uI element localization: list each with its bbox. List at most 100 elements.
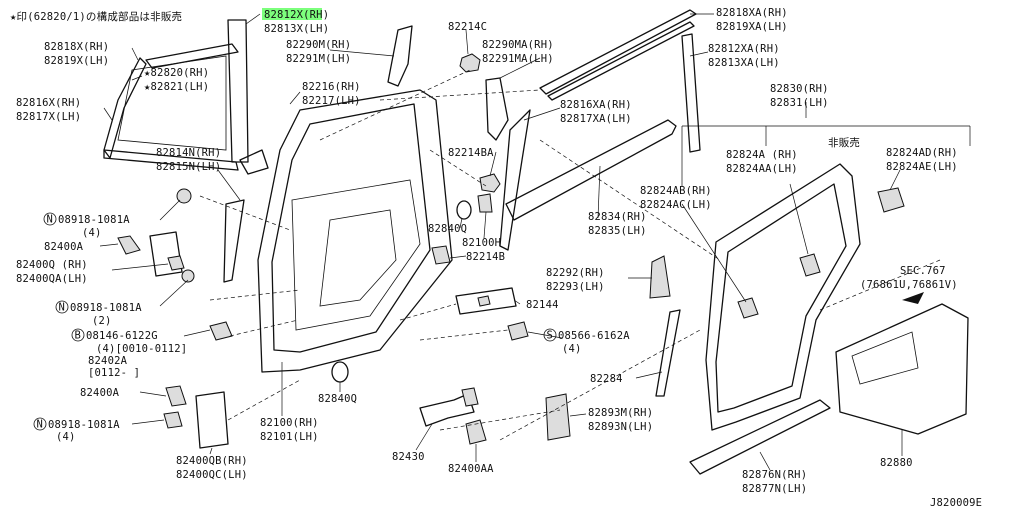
part-label: 82100H xyxy=(462,237,501,249)
circle-letter: N xyxy=(47,214,54,226)
part-label: ★82820(RH) xyxy=(144,67,209,79)
pillar-cover xyxy=(485,77,509,141)
circle-letter: N xyxy=(59,302,66,314)
part-label: 82835(LH) xyxy=(588,225,647,237)
part-label: 82816X(RH) xyxy=(16,97,81,109)
part-label: 82144 xyxy=(526,299,559,311)
part-label: 82813X(LH) xyxy=(264,23,329,35)
clip-82824a xyxy=(799,253,821,277)
part-label: 08918-1081A xyxy=(58,214,130,226)
part-label: 82893N(LH) xyxy=(588,421,653,433)
not-sold-note: ★印(62820/1)の構成部品は非販売 xyxy=(10,10,182,23)
check-link-plate xyxy=(239,149,269,175)
part-label: 82817XA(LH) xyxy=(560,113,632,125)
door-glass xyxy=(117,55,227,151)
not-sold-label: 非販売 xyxy=(828,136,860,149)
part-label: 08918-1081A xyxy=(48,419,120,431)
highlight-marker xyxy=(262,8,322,20)
part-label: 82290M(RH) xyxy=(286,39,351,51)
part-label: 82816XA(RH) xyxy=(560,99,632,111)
door-shell-inner xyxy=(271,103,431,353)
door-trim-82880 xyxy=(835,303,969,435)
door-shell-82100 xyxy=(257,89,453,373)
part-label: 82400Q (RH) xyxy=(16,259,88,271)
part-drawings xyxy=(103,9,969,475)
part-label: 08918-1081A xyxy=(70,302,142,314)
part-label: (4) xyxy=(82,227,102,239)
glass-run-channel-left xyxy=(103,57,147,159)
hinge-lower xyxy=(163,385,229,449)
part-label: 82876N(RH) xyxy=(742,469,807,481)
part-label: 82818X(RH) xyxy=(44,41,109,53)
part-label: 82400AA xyxy=(448,463,494,475)
part-label: 82880 xyxy=(880,457,913,469)
circle-symbols: N N B S N xyxy=(33,212,557,431)
part-label: 82400QC(LH) xyxy=(176,469,248,481)
part-label: 82831(LH) xyxy=(770,97,829,109)
sill-molding-82876n xyxy=(689,399,831,475)
glass-run-channel-bottom xyxy=(103,149,239,171)
part-label: 82834(RH) xyxy=(588,211,647,223)
door-trim-pocket xyxy=(851,331,919,385)
sash-82816xa xyxy=(499,109,531,251)
plug-82840q-upper xyxy=(456,200,472,220)
part-label: 82824AC(LH) xyxy=(640,199,712,211)
part-label: 82292(RH) xyxy=(546,267,605,279)
part-label: 82819X(LH) xyxy=(44,55,109,67)
molding-82818xa xyxy=(539,9,697,95)
clip-82824ab xyxy=(737,297,759,319)
part-label: 82840Q xyxy=(318,393,357,405)
part-label: 82815N(LH) xyxy=(156,161,221,173)
weatherstrip-inner xyxy=(715,183,847,413)
part-label: 08146-6122G xyxy=(86,330,158,342)
channel-82812xa xyxy=(681,33,701,153)
part-label: 82216(RH) xyxy=(302,81,361,93)
dashed-guides xyxy=(199,69,941,441)
part-label: (4) xyxy=(562,343,582,355)
circle-letter: S xyxy=(547,330,554,342)
part-label: SEC.767 xyxy=(900,265,946,277)
part-label: 82284 xyxy=(590,373,623,385)
part-label: 82812XA(RH) xyxy=(708,43,780,55)
part-label: (2) xyxy=(92,315,112,327)
part-label: 82400QA(LH) xyxy=(16,273,88,285)
part-label: 82824AE(LH) xyxy=(886,161,958,173)
belt-molding-82834 xyxy=(505,119,677,221)
leader-lines xyxy=(99,13,971,471)
part-label: 82824AB(RH) xyxy=(640,185,712,197)
diagram-id: J820009E xyxy=(930,497,982,509)
part-label: 08566-6162A xyxy=(558,330,630,342)
part-label: (76861U,76861V) xyxy=(860,279,958,291)
circle-symbol-n xyxy=(43,212,57,226)
part-label: [0112- ] xyxy=(88,367,140,379)
part-label: 82402A xyxy=(88,355,128,367)
part-label: 82893M(RH) xyxy=(588,407,653,419)
weatherstrip-82830 xyxy=(705,163,861,431)
trim-82814n xyxy=(223,199,245,283)
part-label: (4)[0010-0112] xyxy=(96,343,187,355)
door-service-hole xyxy=(319,209,397,307)
part-label: (4) xyxy=(56,431,76,443)
part-label: 82101(LH) xyxy=(260,431,319,443)
sec-arrow xyxy=(902,292,924,304)
circle-letter: B xyxy=(75,330,82,342)
protector-82893m xyxy=(545,393,571,441)
bolt-08146 xyxy=(209,321,233,341)
hinge-upper xyxy=(117,188,195,283)
labels: ★印(62820/1)の構成部品は非販売 82812X(RH) 82813X(L… xyxy=(10,7,982,509)
part-label: 82812X(RH) xyxy=(264,9,329,21)
part-label: 82291M(LH) xyxy=(286,53,351,65)
latch-82430 xyxy=(419,387,479,427)
circle-letter: N xyxy=(37,419,44,431)
part-label: 82818XA(RH) xyxy=(716,7,788,19)
bolt-82214c xyxy=(459,53,481,73)
part-label: 82830(RH) xyxy=(770,83,829,95)
part-label: 82214B xyxy=(466,251,505,263)
plug-82840q-lower xyxy=(331,361,349,383)
part-label: 82214BA xyxy=(448,147,494,159)
screw-08566 xyxy=(507,321,529,341)
part-label: 82430 xyxy=(392,451,425,463)
glass-run-channel-top xyxy=(145,43,239,69)
part-label: 82824A (RH) xyxy=(726,149,798,161)
